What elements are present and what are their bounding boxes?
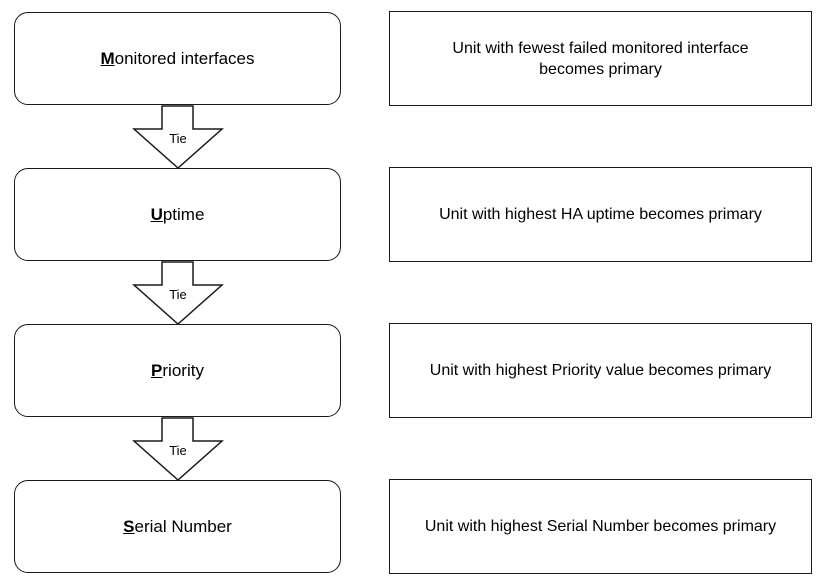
step-label-initial: U: [150, 204, 163, 224]
tie-label: Tie: [169, 443, 187, 458]
tie-arrow: Tie: [132, 105, 224, 170]
tie-label: Tie: [169, 131, 187, 146]
step-label-rest: onitored interfaces: [114, 48, 255, 68]
outcome-serial-number: Unit with highest Serial Number becomes …: [389, 479, 812, 574]
step-label-rest: riority: [162, 360, 204, 380]
step-priority: Priority: [14, 324, 341, 417]
step-label: Priority: [151, 361, 204, 381]
step-label: Uptime: [151, 205, 205, 225]
step-label-initial: P: [151, 360, 163, 380]
step-label: Serial Number: [123, 517, 232, 537]
outcome-text: Unit with highest Serial Number becomes …: [424, 518, 777, 535]
step-monitored-interfaces: Monitored interfaces: [14, 12, 341, 105]
down-arrow-icon: [132, 105, 224, 170]
step-uptime: Uptime: [14, 168, 341, 261]
outcome-text: Unit with highest Priority value becomes…: [429, 362, 772, 379]
down-arrow-icon: [132, 417, 224, 482]
step-label-initial: S: [123, 516, 135, 536]
step-label: Monitored interfaces: [100, 49, 254, 69]
step-label-rest: erial Number: [134, 516, 232, 536]
step-label-initial: M: [100, 48, 115, 68]
outcome-monitored-interfaces: Unit with fewest failed monitored interf…: [389, 11, 812, 106]
down-arrow-icon: [132, 261, 224, 326]
tie-arrow: Tie: [132, 417, 224, 482]
tie-arrow: Tie: [132, 261, 224, 326]
step-serial-number: Serial Number: [14, 480, 341, 573]
tie-label: Tie: [169, 287, 187, 302]
outcome-uptime: Unit with highest HA uptime becomes prim…: [389, 167, 812, 262]
outcome-priority: Unit with highest Priority value becomes…: [389, 323, 812, 418]
outcome-text: Unit with highest HA uptime becomes prim…: [439, 206, 762, 223]
outcome-text: Unit with fewest failed monitored interf…: [452, 39, 749, 78]
step-label-rest: ptime: [162, 204, 205, 224]
